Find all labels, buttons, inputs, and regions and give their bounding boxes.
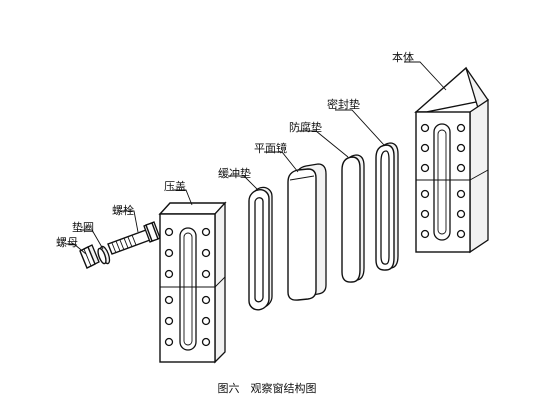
leader-washer — [80, 229, 104, 250]
label-seal-gasket: 密封垫 — [327, 97, 360, 111]
cover-bolt-holes — [164, 227, 211, 347]
figure-caption: 图六 观察窗结构图 — [218, 381, 317, 395]
leader-lines — [66, 61, 447, 255]
label-body: 本体 — [392, 50, 414, 64]
part-labels: 螺母 垫圈 螺栓 压盖 缓冲垫 平面镜 防腐垫 密封垫 本体 — [56, 50, 414, 249]
bolt-part — [107, 221, 161, 255]
leader-buffer-gasket — [228, 175, 259, 191]
buffer-gasket-part — [248, 186, 273, 311]
washer-part — [97, 245, 111, 265]
flat-mirror-part — [287, 163, 327, 301]
label-buffer-gasket: 缓冲垫 — [218, 166, 251, 180]
leader-anti-corrosion-gasket — [298, 130, 349, 158]
leader-nut — [66, 243, 87, 255]
label-pressure-cover: 压盖 — [164, 179, 186, 193]
label-bolt: 螺栓 — [112, 203, 134, 217]
leader-flat-mirror — [264, 151, 299, 173]
label-nut: 螺母 — [56, 236, 78, 249]
body-part — [414, 66, 489, 254]
label-flat-mirror: 平面镜 — [254, 141, 287, 155]
label-anti-corrosion-gasket: 防腐垫 — [289, 120, 322, 134]
label-washer: 垫圈 — [72, 220, 94, 234]
body-bolt-holes — [420, 123, 466, 239]
leader-seal-gasket — [335, 109, 385, 146]
seal-gasket-part — [375, 142, 399, 271]
nut-part — [79, 244, 100, 269]
anti-corrosion-gasket-part — [341, 154, 365, 283]
leader-body — [404, 61, 447, 91]
leader-bolt — [120, 210, 139, 233]
leader-pressure-cover — [172, 189, 193, 206]
pressure-cover-part — [158, 201, 227, 364]
